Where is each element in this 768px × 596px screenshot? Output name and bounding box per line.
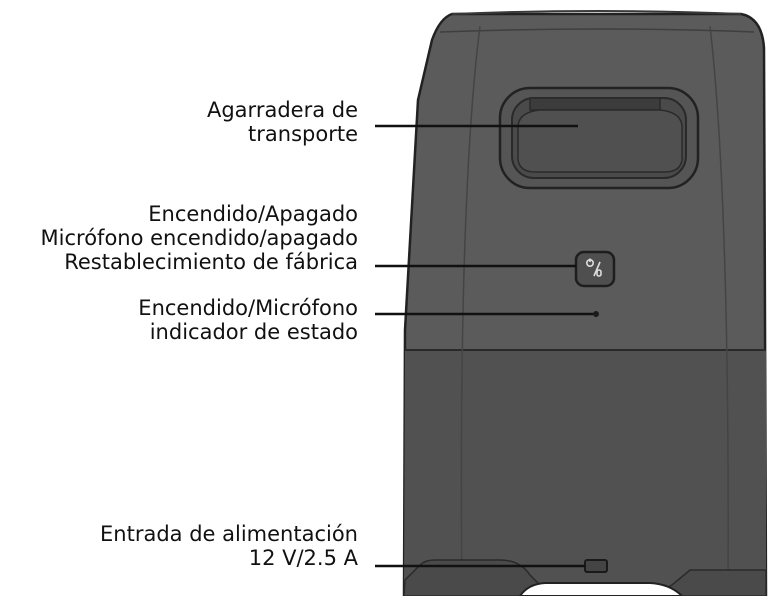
power-input-port[interactable] [584,559,608,573]
callout-line: Agarradera de [206,98,358,122]
power-mic-toggle-icon [585,258,602,277]
callout-line: indicador de estado [149,320,358,344]
power-mic-button[interactable] [574,250,616,288]
callout-power-input: Entrada de alimentación 12 V/2.5 A [100,522,358,570]
callout-status-indicator: Encendido/Micrófono indicador de estado [138,296,358,344]
callout-line: Micrófono encendido/apagado [40,226,358,250]
callout-carry-handle: Agarradera de transporte [207,98,358,146]
carry-handle[interactable] [498,86,700,190]
callout-power-button: Encendido/Apagado Micrófono encendido/ap… [41,202,358,274]
status-indicator-led [593,311,599,317]
callout-line: Entrada de alimentación [100,522,358,546]
callout-line: transporte [248,122,358,146]
callout-line: Encendido/Apagado [148,202,358,226]
callout-line: Encendido/Micrófono [138,296,358,320]
callout-line: Restablecimiento de fábrica [64,250,358,274]
callout-line: 12 V/2.5 A [248,546,358,570]
